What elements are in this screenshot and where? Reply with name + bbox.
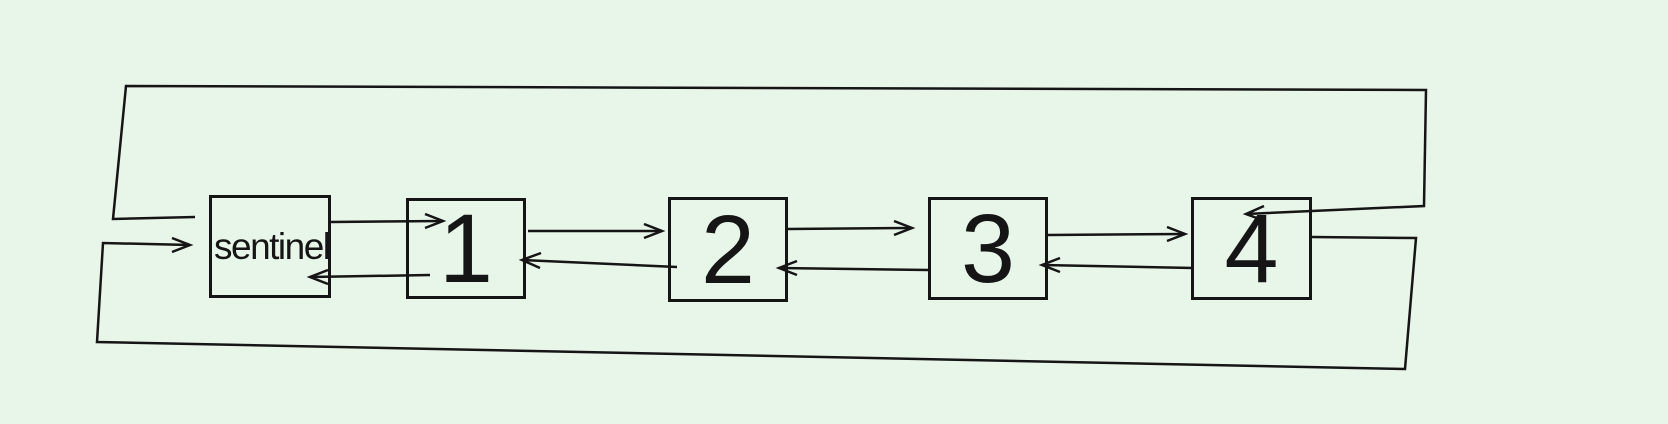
node-sentinel-label: sentinel bbox=[214, 226, 331, 267]
edge-prev-3-to-2-line bbox=[778, 266, 929, 272]
edge-next-2-to-3-arrowhead bbox=[893, 219, 916, 237]
node-1[interactable]: 1 bbox=[406, 198, 526, 299]
node-1-label: 1 bbox=[439, 194, 493, 303]
edge-next-3-to-4-line bbox=[1047, 232, 1186, 237]
node-4-label: 4 bbox=[1224, 194, 1279, 303]
edge-next-2-to-3-line bbox=[787, 226, 913, 231]
node-sentinel[interactable]: sentinel bbox=[209, 195, 331, 298]
edge-next-3-to-4-arrowhead bbox=[1166, 225, 1189, 243]
edge-prev-4-to-3-line bbox=[1041, 263, 1194, 270]
node-4[interactable]: 4 bbox=[1191, 197, 1312, 300]
edge-next-4-to-sentinel-arrowhead bbox=[171, 236, 194, 254]
node-3-label: 3 bbox=[961, 194, 1015, 303]
node-2-label: 2 bbox=[701, 195, 755, 304]
edge-prev-2-to-1-line bbox=[521, 258, 678, 269]
node-2[interactable]: 2 bbox=[668, 197, 788, 302]
edge-next-1-to-2-arrowhead bbox=[643, 222, 666, 240]
node-3[interactable]: 3 bbox=[928, 197, 1048, 300]
